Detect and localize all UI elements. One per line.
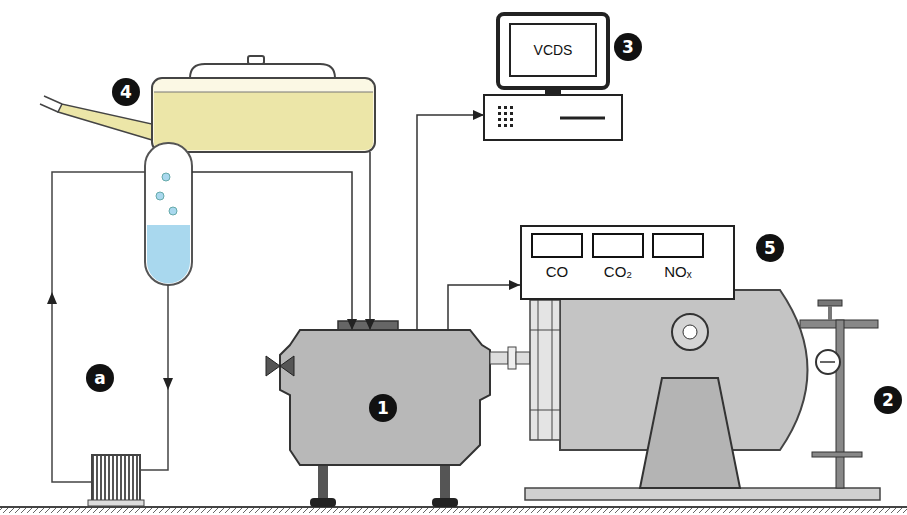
computer-drawing <box>484 14 622 140</box>
feed-pipe <box>140 285 168 470</box>
screw-stem <box>828 306 832 320</box>
fuel-surface <box>154 92 373 93</box>
bubble <box>169 207 177 215</box>
hand-wheel <box>818 300 842 306</box>
callout-number: 2 <box>874 386 902 414</box>
frame-slat <box>530 410 560 411</box>
ground-hatch <box>0 507 907 513</box>
meter-label: CO₂ <box>604 263 632 281</box>
output-shaft <box>516 352 530 364</box>
flow-line <box>448 285 520 330</box>
trunnion-bore <box>683 325 697 339</box>
arrowhead <box>347 319 357 330</box>
engine-foot <box>432 498 458 507</box>
meter-label: NOₓ <box>664 263 691 281</box>
flow-line <box>192 172 352 330</box>
computer: VCDS3 <box>484 14 622 140</box>
callout-number: 5 <box>756 234 784 262</box>
lower-arm <box>812 452 862 457</box>
callout-number: 4 <box>112 78 140 106</box>
monitor-frame <box>498 14 608 88</box>
dynamometer-drawing <box>525 290 880 500</box>
throttle-valve <box>280 356 294 376</box>
bed-plate <box>525 488 880 500</box>
meter-window <box>531 233 583 258</box>
screen-label: VCDS <box>510 24 596 76</box>
engine-drawing <box>266 321 530 507</box>
pump <box>92 455 140 505</box>
shaft-coupling <box>508 347 516 369</box>
flow-arrow <box>47 292 57 304</box>
keypad <box>498 106 513 127</box>
engine-body <box>280 330 490 465</box>
meter-label: CO <box>546 263 569 281</box>
arrowhead <box>365 319 375 330</box>
output-shaft <box>490 352 508 364</box>
fuel-tank: 4 <box>152 78 375 152</box>
hydrogen-bubbler: a <box>145 143 192 285</box>
hydrogen-loop-drawing <box>47 143 192 506</box>
bubble <box>162 173 170 181</box>
monitor-screen <box>510 24 596 76</box>
fuel-level <box>154 92 373 150</box>
frame-slat <box>552 300 553 440</box>
nox-meter: NOₓ <box>652 233 704 283</box>
tank-spout <box>58 104 152 140</box>
bubbler-liquid <box>147 225 190 284</box>
tank-body <box>152 78 375 152</box>
frame-slat <box>538 300 539 440</box>
engine-foot <box>310 498 336 507</box>
throttle-valve <box>266 356 280 376</box>
gauge-needle <box>820 361 835 363</box>
trunnion <box>672 314 708 350</box>
bracket-post <box>836 320 844 488</box>
dyno-pedestal <box>640 378 740 488</box>
load-gauge <box>816 350 840 374</box>
flow-line <box>369 152 371 330</box>
frame-slat <box>530 330 560 331</box>
meter-window <box>592 233 644 258</box>
meter-window <box>652 233 704 258</box>
monitor-neck <box>545 88 561 95</box>
return-pipe <box>52 172 145 482</box>
flow-arrow <box>163 378 173 390</box>
callout-number: 1 <box>369 394 397 422</box>
engine-leg <box>440 465 450 500</box>
lid-knob <box>248 56 264 64</box>
co-meter: CO <box>531 233 583 283</box>
callout-number: 3 <box>614 33 642 61</box>
engine-block: 1 <box>278 330 490 465</box>
bubbler-tube <box>145 143 192 285</box>
pump-base <box>88 500 144 506</box>
tank-lid <box>190 64 335 78</box>
dyno-end-frame <box>530 300 560 440</box>
callout-number: a <box>86 364 114 392</box>
arrowhead <box>473 110 484 120</box>
spout-lip <box>40 96 62 112</box>
fuel-tank-drawing <box>40 56 375 152</box>
co2-meter: CO₂ <box>592 233 644 283</box>
flow-line <box>417 115 484 330</box>
bubble <box>156 192 164 200</box>
computer-case <box>484 95 622 140</box>
arrowhead <box>509 280 520 290</box>
gas-analyzer: 5COCO₂NOₓ <box>520 225 735 300</box>
engine-leg <box>318 465 328 500</box>
dynamometer: 2 <box>525 285 880 500</box>
drive-slot <box>560 117 605 120</box>
